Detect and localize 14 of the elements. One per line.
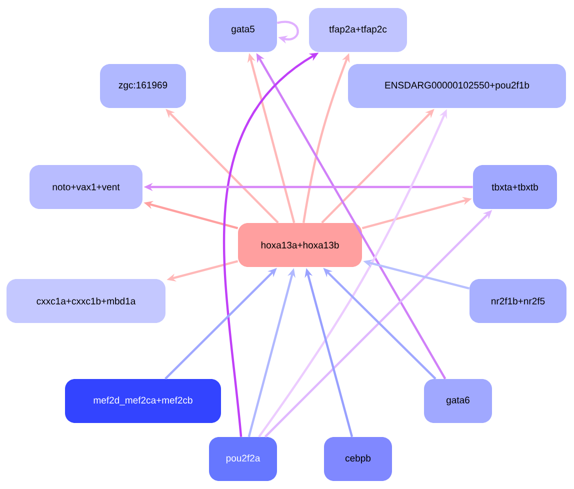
gene-box: hoxa13a+hoxa13b xyxy=(238,223,362,267)
gene-box: gata6 xyxy=(424,378,492,423)
gene-box: pou2f2a xyxy=(209,436,277,481)
gene-box: nr2f1b+nr2f5 xyxy=(470,279,566,323)
arrow xyxy=(277,20,299,44)
gene-box: zgc:161969 xyxy=(100,64,186,108)
gene-box: cxxc1a+cxxc1b+mbd1a xyxy=(6,279,166,323)
gene-box: noto+vax1+vent xyxy=(30,164,142,209)
gene-box: gata5 xyxy=(209,8,277,52)
gene-box: ENSDARG00000102550+pou2f1b xyxy=(348,64,566,108)
gene-box: cebpb xyxy=(324,436,392,481)
gene-box: tbxta+tbxtb xyxy=(473,164,557,209)
gene-box: mef2d_mef2ca+mef2cb xyxy=(65,378,221,423)
gene-box: tfap2a+tfap2c xyxy=(309,8,407,52)
